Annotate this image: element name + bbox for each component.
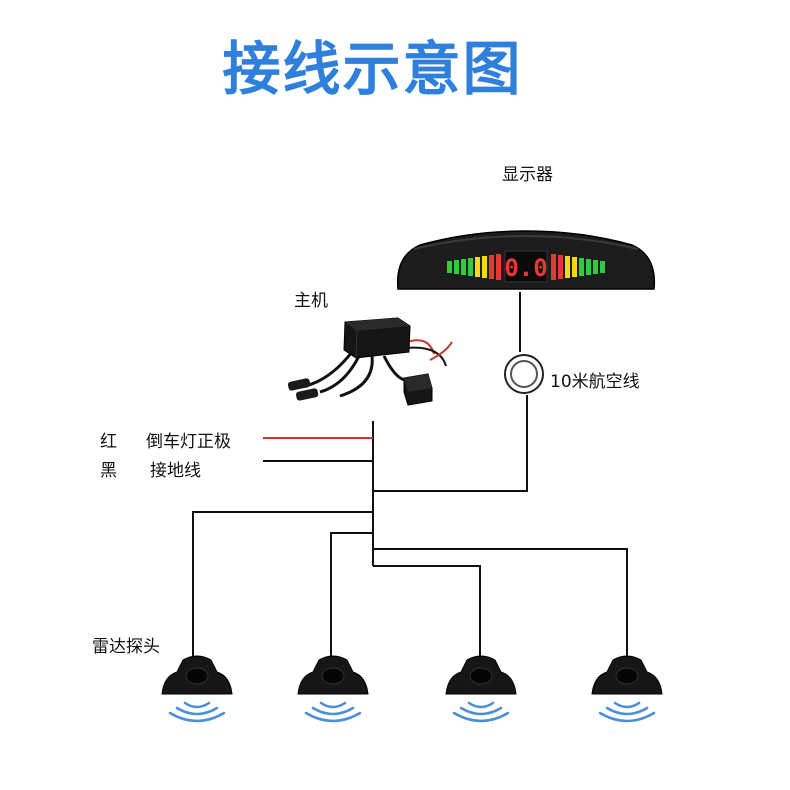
display-cable-line <box>373 395 528 492</box>
probe-1-line <box>192 511 373 662</box>
control-unit-label: 主机 <box>294 291 328 311</box>
radar-probe-4 <box>591 655 663 723</box>
radar-probe-2 <box>297 655 369 723</box>
cable-label: 10米航空线 <box>550 372 640 392</box>
probe-4-waves <box>598 701 656 723</box>
control-unit <box>287 317 453 406</box>
black-wire-description: 接地线 <box>150 461 201 481</box>
digit-window <box>504 250 548 283</box>
right-led-bars <box>551 254 605 280</box>
probe-2-waves <box>304 701 362 723</box>
probe-1-waves <box>168 701 226 723</box>
radar-probe-3 <box>445 655 517 723</box>
left-led-bars <box>447 254 501 280</box>
probe-3-waves <box>452 701 510 723</box>
probe-2-line <box>330 532 373 662</box>
red-wire-description: 倒车灯正极 <box>146 432 231 452</box>
radar-probes-label: 雷达探头 <box>92 637 160 657</box>
black-wire-label: 黑 <box>100 461 117 481</box>
probe-3-line <box>373 565 481 662</box>
digit-readout: 0.0 <box>504 254 547 282</box>
radar-probe-1 <box>161 655 233 723</box>
cable-connector-ring <box>504 354 544 394</box>
red-wire-label: 红 <box>100 432 117 452</box>
display-label: 显示器 <box>502 165 553 185</box>
display-unit: 0.0 <box>396 230 656 290</box>
probe-4-line <box>373 548 628 662</box>
diagram-title: 接线示意图 <box>222 35 523 103</box>
